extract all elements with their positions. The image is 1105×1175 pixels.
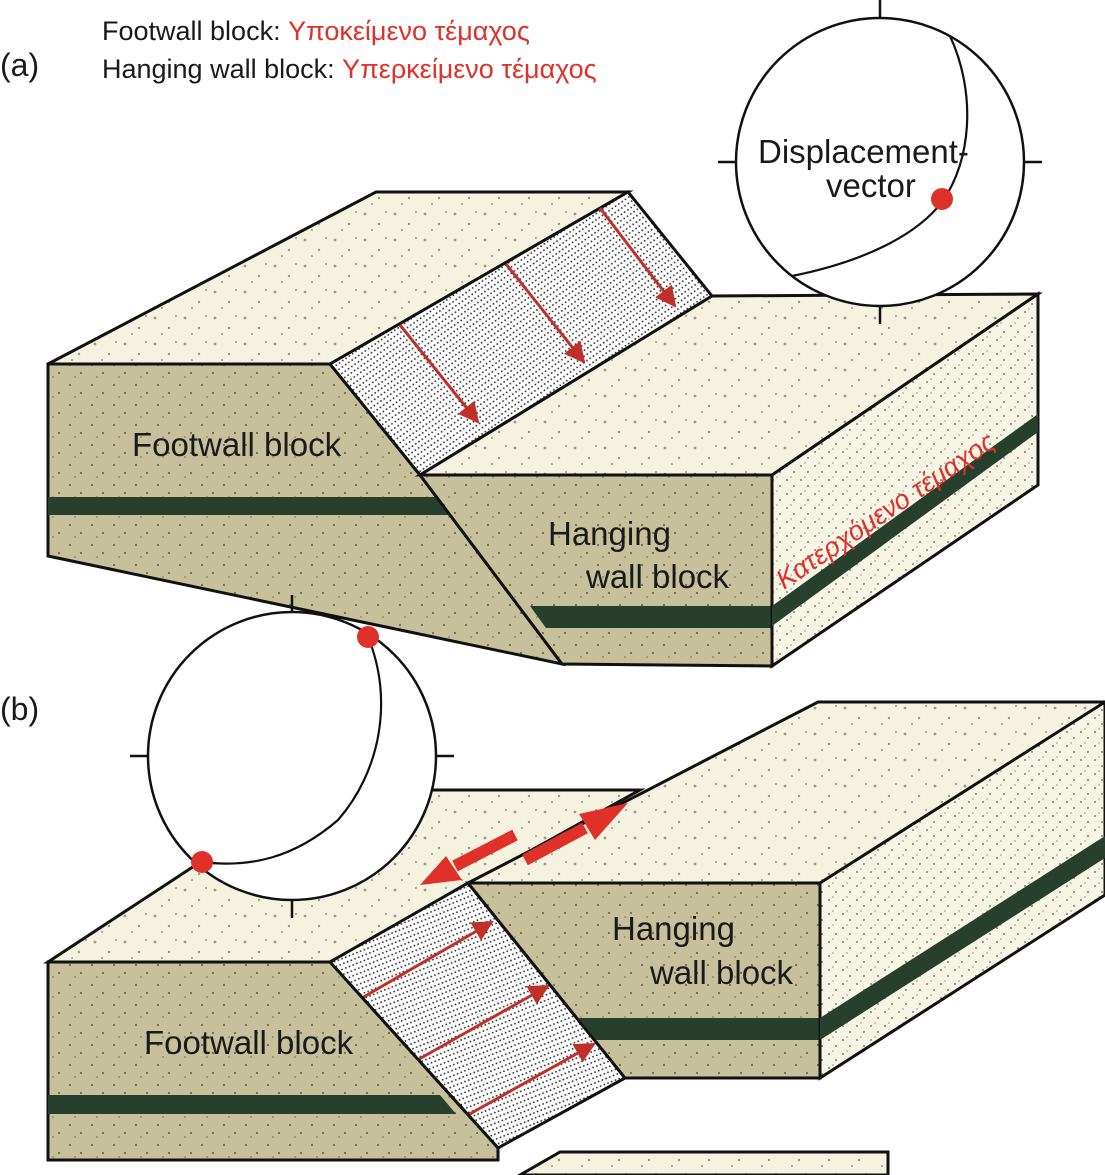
hanging-label-b-line1: Hanging (612, 910, 735, 947)
hanging-label-a-line2: wall block (585, 558, 730, 595)
stereonet-label-line1: Displacement- (758, 133, 969, 170)
great-circle-b (201, 636, 383, 865)
slip-sense-arrow-left-head (420, 856, 462, 885)
slip-arrow-a1 (398, 324, 480, 424)
slip-arrow-a3 (598, 207, 677, 308)
slip-arrow-b3 (467, 1042, 596, 1117)
stereonet-label-line2: vector (826, 167, 916, 204)
slip-arrow-b1 (361, 920, 494, 1000)
panel-b: (b) Footwall block Hanging wall block (0, 595, 1105, 1175)
dark-layer-footwall-b (48, 1095, 456, 1114)
legend-footwall: Footwall block: Υποκείμενο τέμαχος (102, 16, 530, 46)
slip-point-b-bottom (191, 851, 213, 873)
legend-footwall-prefix: Footwall block: (102, 16, 288, 46)
legend-hanging: Hanging wall block: Υπερκείμενο τέμαχος (102, 54, 597, 84)
dark-layer-footwall-a (48, 497, 453, 515)
dark-layer-side-a (772, 414, 1038, 626)
slip-arrow-a2 (504, 263, 586, 364)
slip-sense-arrow-right-head (579, 803, 628, 840)
slip-sense-arrow-right-shaft (522, 822, 588, 866)
footwall-label-b: Footwall block (144, 1024, 354, 1061)
lower-block-edge (516, 1150, 890, 1175)
hanging-label-a-line1: Hanging (548, 515, 671, 552)
legend-footwall-greek: Υποκείμενο τέμαχος (288, 16, 530, 46)
panel-b-label: (b) (0, 691, 39, 727)
dark-layer-hanging-b (578, 1018, 820, 1040)
legend-hanging-prefix: Hanging wall block: (102, 54, 342, 84)
slip-arrow-b2 (413, 984, 550, 1064)
panel-a: (a) Footwall block: Υποκείμενο τέμαχος H… (0, 0, 1043, 669)
dark-layer-side-b (820, 836, 1105, 1040)
panel-a-label: (a) (0, 47, 39, 83)
legend-hanging-greek: Υπερκείμενο τέμαχος (342, 54, 597, 84)
dark-layer-hanging-a (530, 606, 772, 628)
slip-sense-arrow-left-shaft (452, 829, 518, 872)
footwall-label-a: Footwall block (132, 426, 342, 463)
stereonet-a: Displacement- vector (718, 0, 1042, 324)
stereonet-b-circle (146, 610, 438, 902)
hanging-label-b-line2: wall block (649, 954, 794, 991)
stereonet-b (130, 595, 454, 918)
slip-point-b-top (357, 626, 379, 648)
displacement-point-a (931, 188, 953, 210)
